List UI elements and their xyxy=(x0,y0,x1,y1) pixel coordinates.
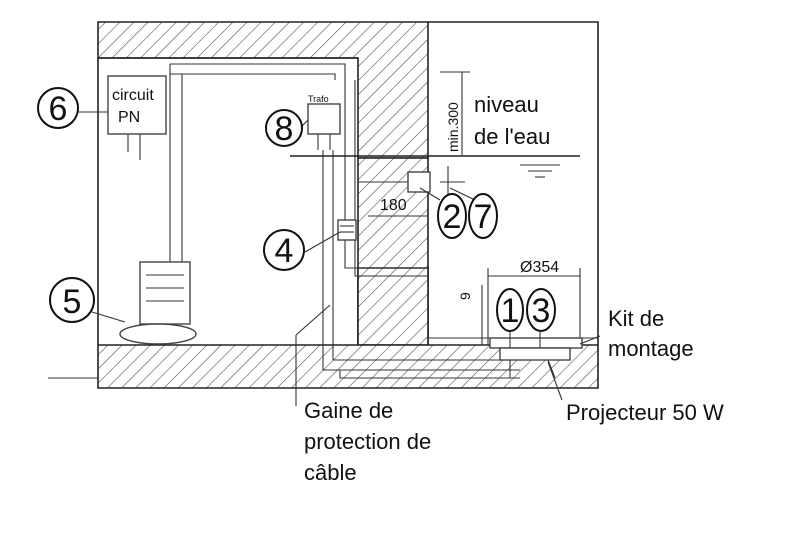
leader-kit xyxy=(579,335,601,345)
wall-nozzle xyxy=(407,166,465,196)
callout-3-number: 3 xyxy=(532,292,551,330)
leader-4 xyxy=(304,231,341,253)
dim354-label: Ø354 xyxy=(520,259,559,276)
callout-5-number: 5 xyxy=(63,283,82,321)
projector-conduit xyxy=(344,80,428,277)
pn-label: PN xyxy=(118,109,140,126)
gaine-label-line2: protection de xyxy=(304,429,431,454)
callout-8-number: 8 xyxy=(275,110,294,148)
callout-4-number: 4 xyxy=(275,232,294,270)
de-leau-label: de l'eau xyxy=(474,124,550,149)
junction-box xyxy=(337,219,357,241)
nozzle-body xyxy=(407,171,431,193)
leader-5 xyxy=(91,311,126,323)
lower-return-conduit xyxy=(339,370,520,379)
pump-base xyxy=(119,323,197,345)
callout-5-circle xyxy=(49,277,95,323)
cable-sheath-vertical xyxy=(322,150,520,371)
callout-7-circle xyxy=(468,193,498,239)
leader-projecteur xyxy=(547,361,563,401)
leader-7 xyxy=(449,187,476,201)
gaine-label-line1: Gaine de xyxy=(304,398,393,423)
dim180: 180 xyxy=(368,197,428,217)
leader-gaine-2 xyxy=(295,304,331,336)
callout-2-circle xyxy=(437,193,467,239)
callout-6: 6 xyxy=(37,87,79,129)
pump xyxy=(119,261,197,345)
callout-7-number: 7 xyxy=(474,198,493,236)
dim180-label: 180 xyxy=(380,197,407,214)
circuit-box xyxy=(107,75,167,135)
projecteur-label: Projecteur 50 W xyxy=(566,400,724,425)
callout-3-circle xyxy=(526,288,556,332)
top-conduit xyxy=(170,63,346,80)
pool-outline xyxy=(428,21,599,345)
callout-3: 3 xyxy=(526,288,556,332)
circuit-label: circuit xyxy=(112,87,154,104)
callout-4: 4 xyxy=(263,229,305,271)
callout-4-circle xyxy=(263,229,305,271)
technical-room-walls xyxy=(97,21,599,389)
dim9-label: 9 xyxy=(457,292,473,300)
projector-body xyxy=(499,347,571,361)
callout-8: 8 xyxy=(265,109,303,148)
callout-6-number: 6 xyxy=(49,90,68,128)
dim9: 9 xyxy=(457,285,483,345)
min300-dimension: min.300 xyxy=(440,71,470,156)
callout-1: 1 xyxy=(496,288,524,332)
projector-cable-2 xyxy=(547,359,556,379)
callout-8-circle xyxy=(265,109,303,147)
min300-label: min.300 xyxy=(445,102,461,152)
electrical-box: circuit PN xyxy=(107,75,167,160)
callout-1-circle xyxy=(496,288,524,332)
pump-motor xyxy=(139,261,191,325)
leader-2 xyxy=(419,187,441,201)
junction-box-body xyxy=(337,219,357,241)
callout-1-number: 1 xyxy=(501,292,520,330)
callout-6-circle xyxy=(37,87,79,129)
lower-wall xyxy=(357,267,429,346)
transformer: Trafo xyxy=(307,94,341,150)
kit-label-line2: montage xyxy=(608,336,694,361)
niveau-label: niveau xyxy=(474,92,539,117)
dim354: Ø354 xyxy=(487,259,581,345)
trafo-label: Trafo xyxy=(308,94,329,104)
callout-2-number: 2 xyxy=(443,198,462,236)
callout-2: 2 xyxy=(437,193,467,239)
gaine-label-line3: câble xyxy=(304,460,357,485)
conduits xyxy=(169,63,520,379)
pump-vertical-conduit xyxy=(169,64,183,262)
water-level xyxy=(290,155,580,178)
projector-niche xyxy=(489,337,583,349)
callout-5: 5 xyxy=(49,277,95,323)
floor-slab xyxy=(97,344,599,389)
callout-7: 7 xyxy=(468,193,498,239)
trafo-body xyxy=(307,103,341,135)
kit-label-line1: Kit de xyxy=(608,306,664,331)
